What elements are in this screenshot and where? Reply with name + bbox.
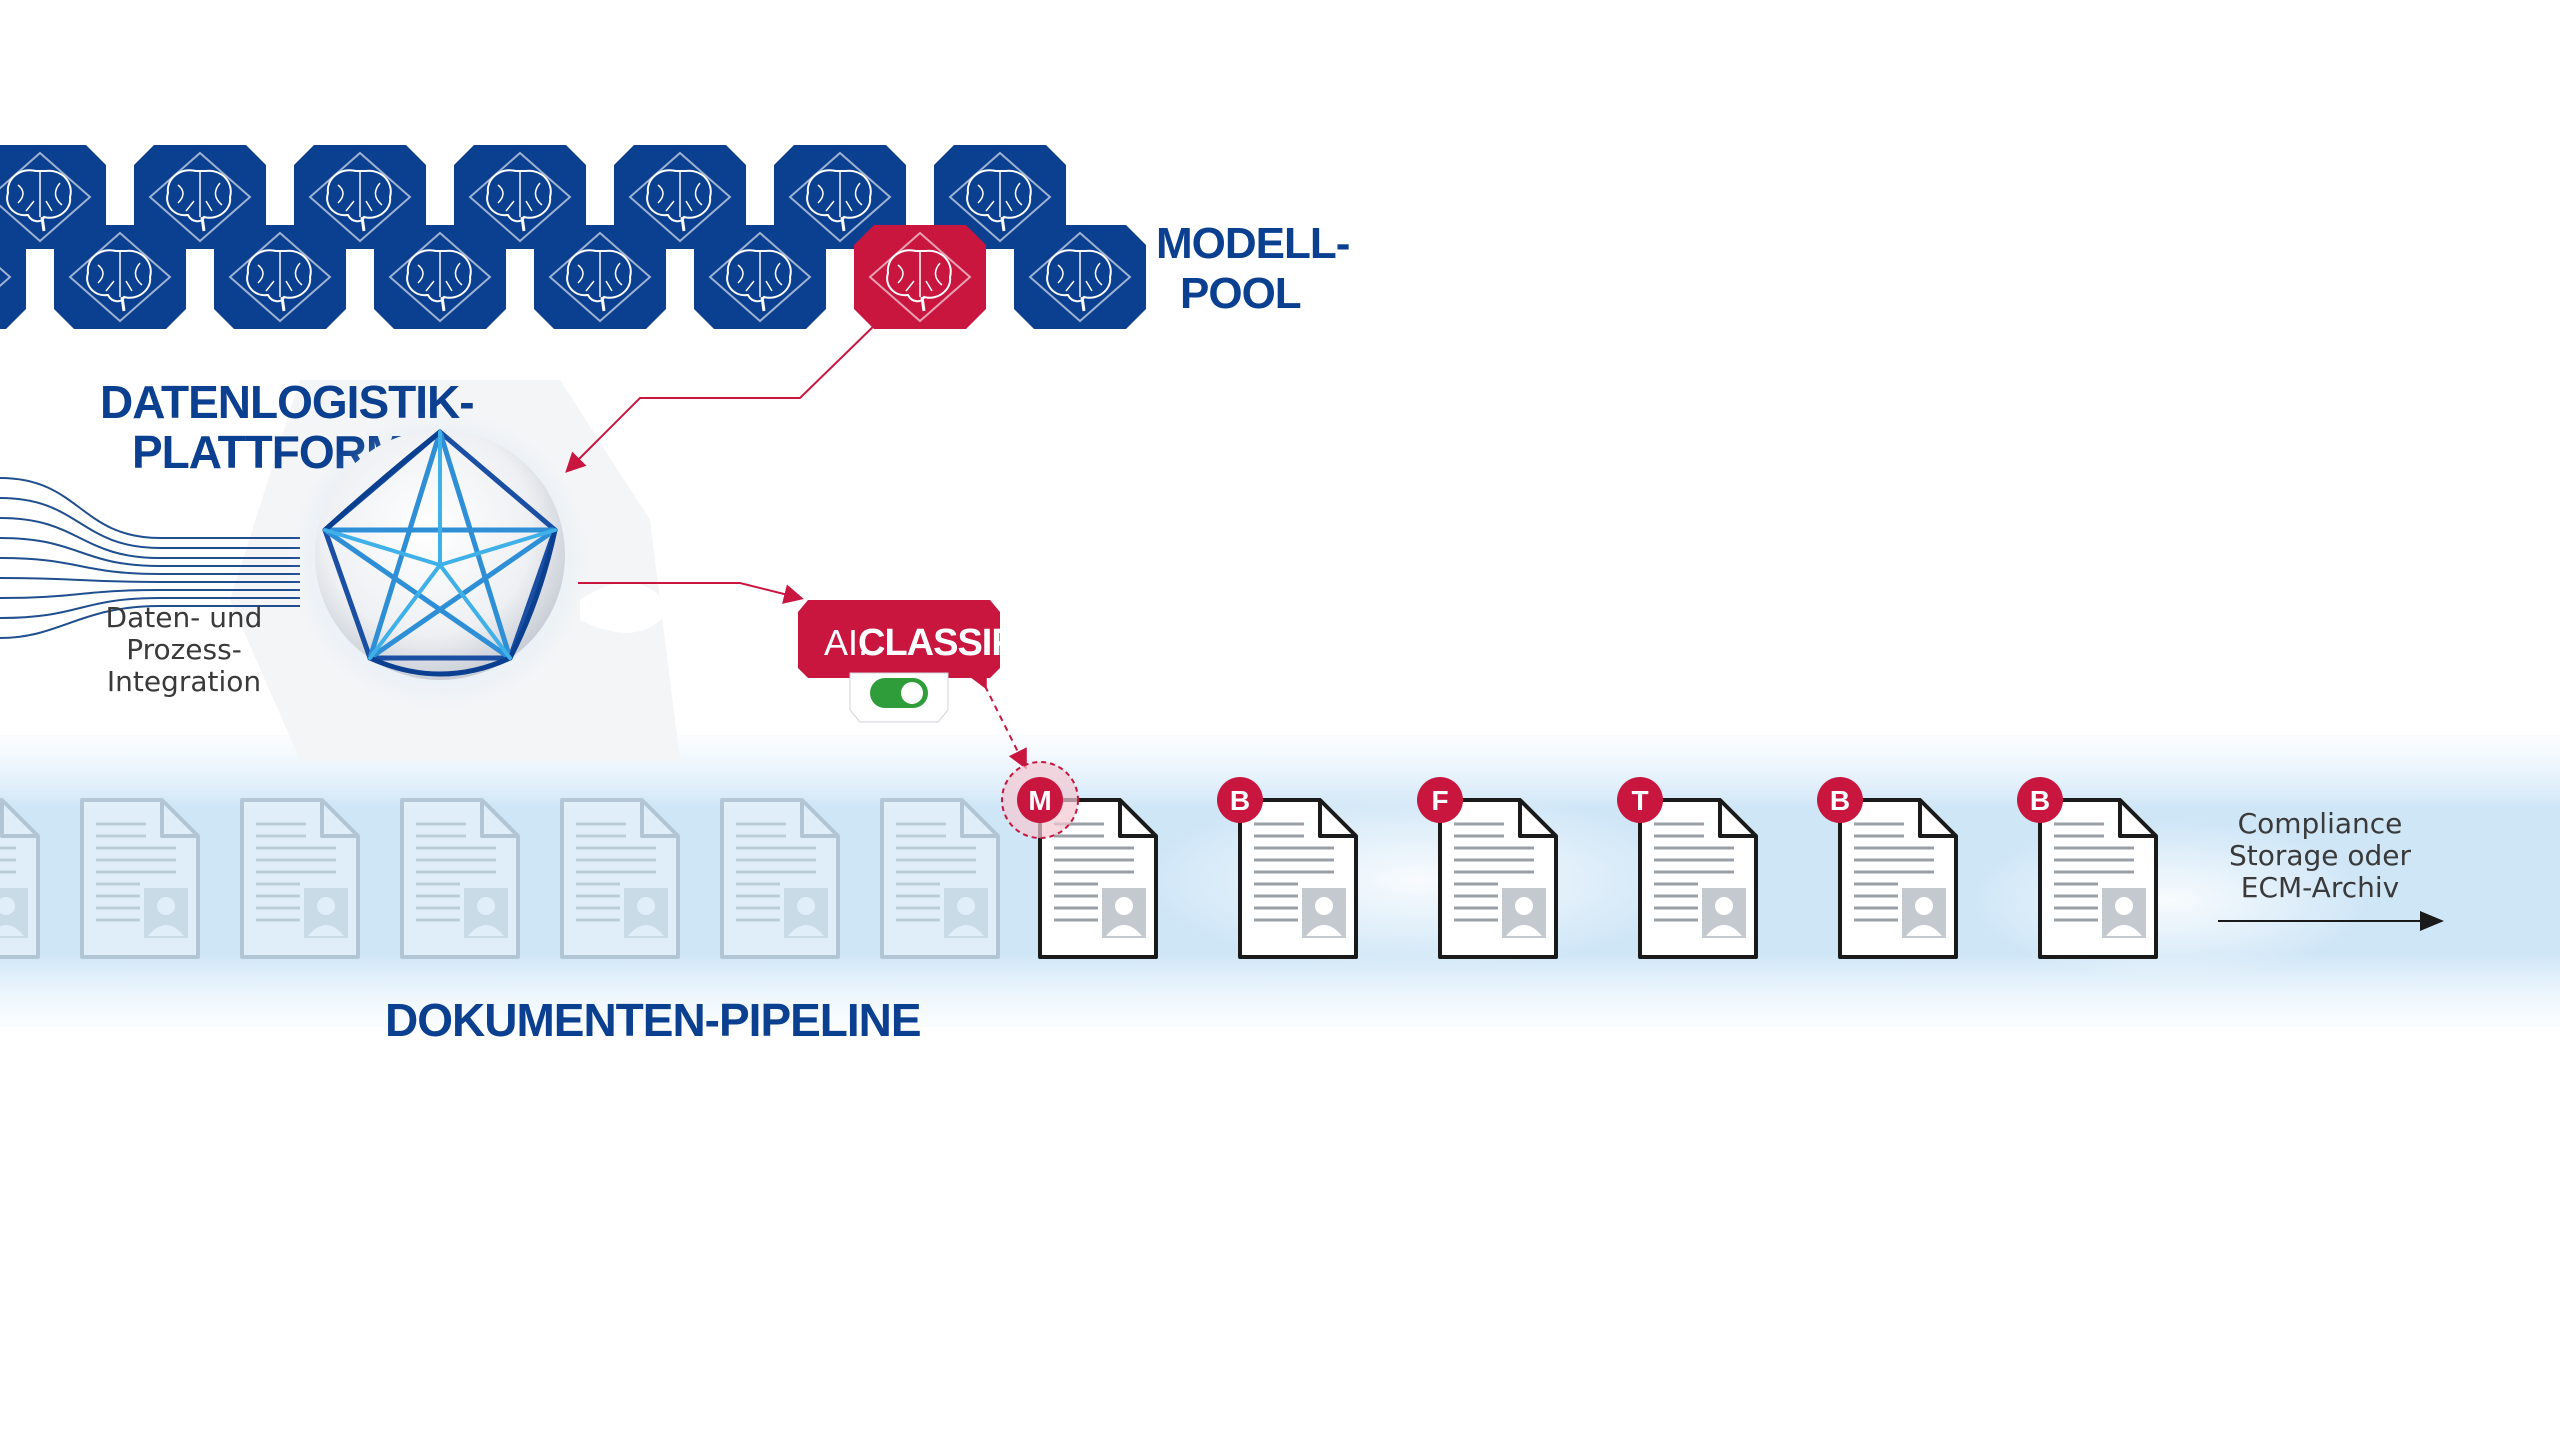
model-tile <box>0 225 26 329</box>
brain-icon <box>806 169 872 232</box>
document-category-badge: B <box>1217 777 1263 823</box>
document-category-badge: B <box>2017 777 2063 823</box>
document-faded <box>400 798 520 959</box>
document: M <box>1001 761 1158 959</box>
destination-label-line1: Compliance <box>2238 807 2403 840</box>
model-pool-label-line1: MODELL- <box>1156 219 1349 268</box>
pipeline-label: DOKUMENTEN-PIPELINE <box>385 994 921 1046</box>
document-category-badge: T <box>1617 777 1663 823</box>
badge-letter: B <box>1830 785 1850 816</box>
model-tile <box>614 145 746 249</box>
brain-icon <box>726 249 792 312</box>
model-tile <box>534 225 666 329</box>
model-tile-active <box>854 225 986 329</box>
integration-label-line1: Daten- und <box>106 601 263 634</box>
document: T <box>1617 777 1758 959</box>
model-tile <box>774 145 906 249</box>
badge-letter: T <box>1631 785 1648 816</box>
model-tile <box>214 225 346 329</box>
platform-to-classifier-arrow <box>578 582 804 604</box>
classifier-to-document-link <box>968 667 1027 770</box>
brain-icon <box>886 249 952 312</box>
document-faded <box>0 798 40 959</box>
brain-icon <box>326 169 392 232</box>
document-faded <box>240 798 360 959</box>
brain-icon <box>486 169 552 232</box>
badge-letter: B <box>1230 785 1250 816</box>
model-pool-tiles <box>0 145 1146 329</box>
brain-icon <box>566 249 632 312</box>
model-pool-label-line2: POOL <box>1180 269 1301 318</box>
pipeline-band-highlight <box>1140 790 1700 970</box>
document-faded <box>720 798 840 959</box>
model-tile <box>374 225 506 329</box>
model-tile <box>934 145 1066 249</box>
badge-letter: F <box>1431 785 1448 816</box>
document: B <box>1217 777 1358 959</box>
ai-classify-toggle[interactable] <box>849 672 949 723</box>
model-tile <box>694 225 826 329</box>
brain-icon <box>86 249 152 312</box>
document-faded <box>80 798 200 959</box>
document-faded <box>880 798 1000 959</box>
ai-classify-box: AI. CLASSIFY <box>798 600 1040 678</box>
document-category-badge: M <box>1001 761 1079 839</box>
brain-icon <box>166 169 232 232</box>
destination-label-line3: ECM-Archiv <box>2241 871 2399 904</box>
model-tile <box>54 225 186 329</box>
document-faded <box>560 798 680 959</box>
model-to-platform-arrow <box>565 319 881 473</box>
destination-label-line2: Storage oder <box>2229 839 2412 872</box>
model-tile <box>454 145 586 249</box>
brain-icon <box>646 169 712 232</box>
brain-icon <box>406 249 472 312</box>
network-sphere-icon <box>290 410 590 710</box>
brain-icon <box>966 169 1032 232</box>
model-tile <box>0 145 106 249</box>
brain-icon <box>246 249 312 312</box>
badge-letter: M <box>1028 785 1051 816</box>
model-tile <box>294 145 426 249</box>
brain-icon <box>6 169 72 232</box>
ai-classify-prefix: AI. <box>824 622 868 663</box>
integration-label-line2: Prozess- <box>126 633 242 666</box>
document-category-badge: F <box>1417 777 1463 823</box>
document: B <box>1817 777 1958 959</box>
ai-classify-label: CLASSIFY <box>858 622 1039 664</box>
integration-label-line3: Integration <box>107 665 261 698</box>
model-tile <box>134 145 266 249</box>
document-category-badge: B <box>1817 777 1863 823</box>
model-tile <box>1014 225 1146 329</box>
document: F <box>1417 777 1558 959</box>
badge-letter: B <box>2030 785 2050 816</box>
document: B <box>2017 777 2158 959</box>
brain-icon <box>1046 249 1112 312</box>
integration-lines <box>0 477 300 639</box>
